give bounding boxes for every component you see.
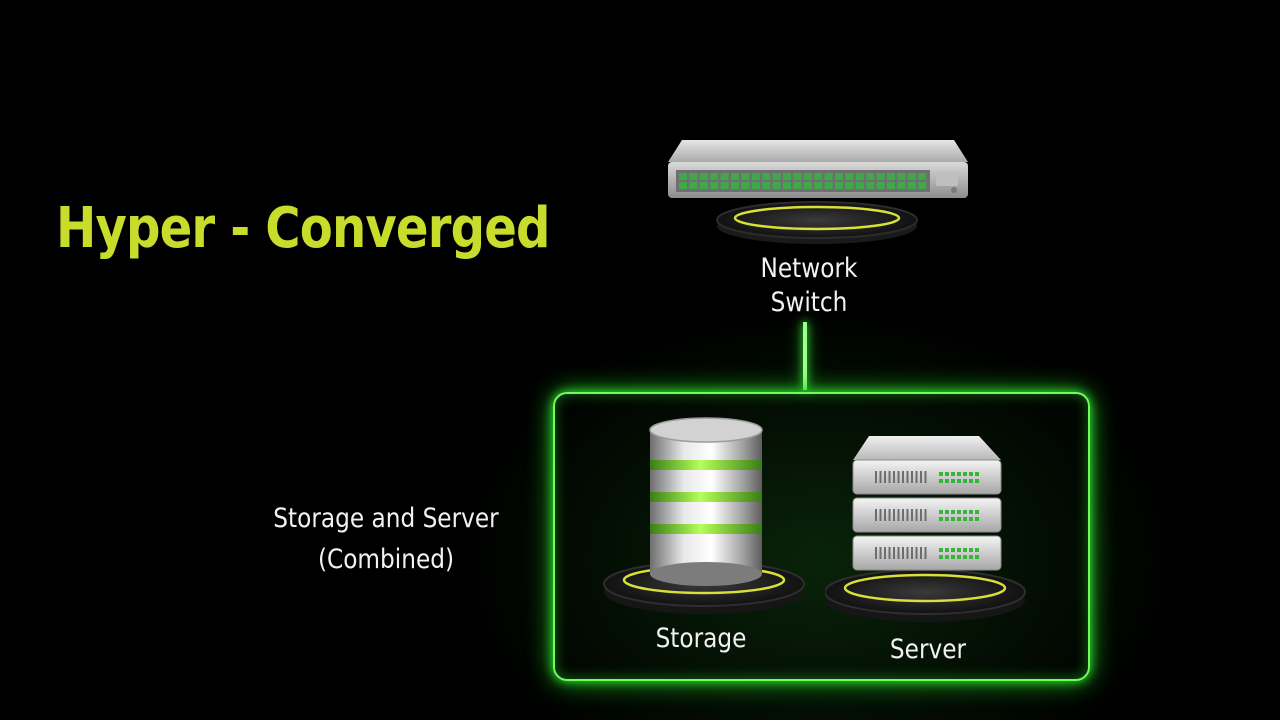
- group-label: Storage and Server (Combined): [273, 503, 499, 575]
- network-switch-icon: [660, 136, 976, 248]
- server-rack-icon: [825, 432, 1031, 622]
- hyperconverged-group: [553, 392, 1090, 681]
- server-label: Server: [889, 634, 967, 665]
- page-title: Hyper - Converged: [56, 196, 550, 261]
- storage-database-icon: [600, 414, 810, 614]
- switch-to-group-link: [803, 322, 807, 390]
- storage-label: Storage: [655, 623, 747, 654]
- network-switch-label: Network Switch: [760, 253, 858, 318]
